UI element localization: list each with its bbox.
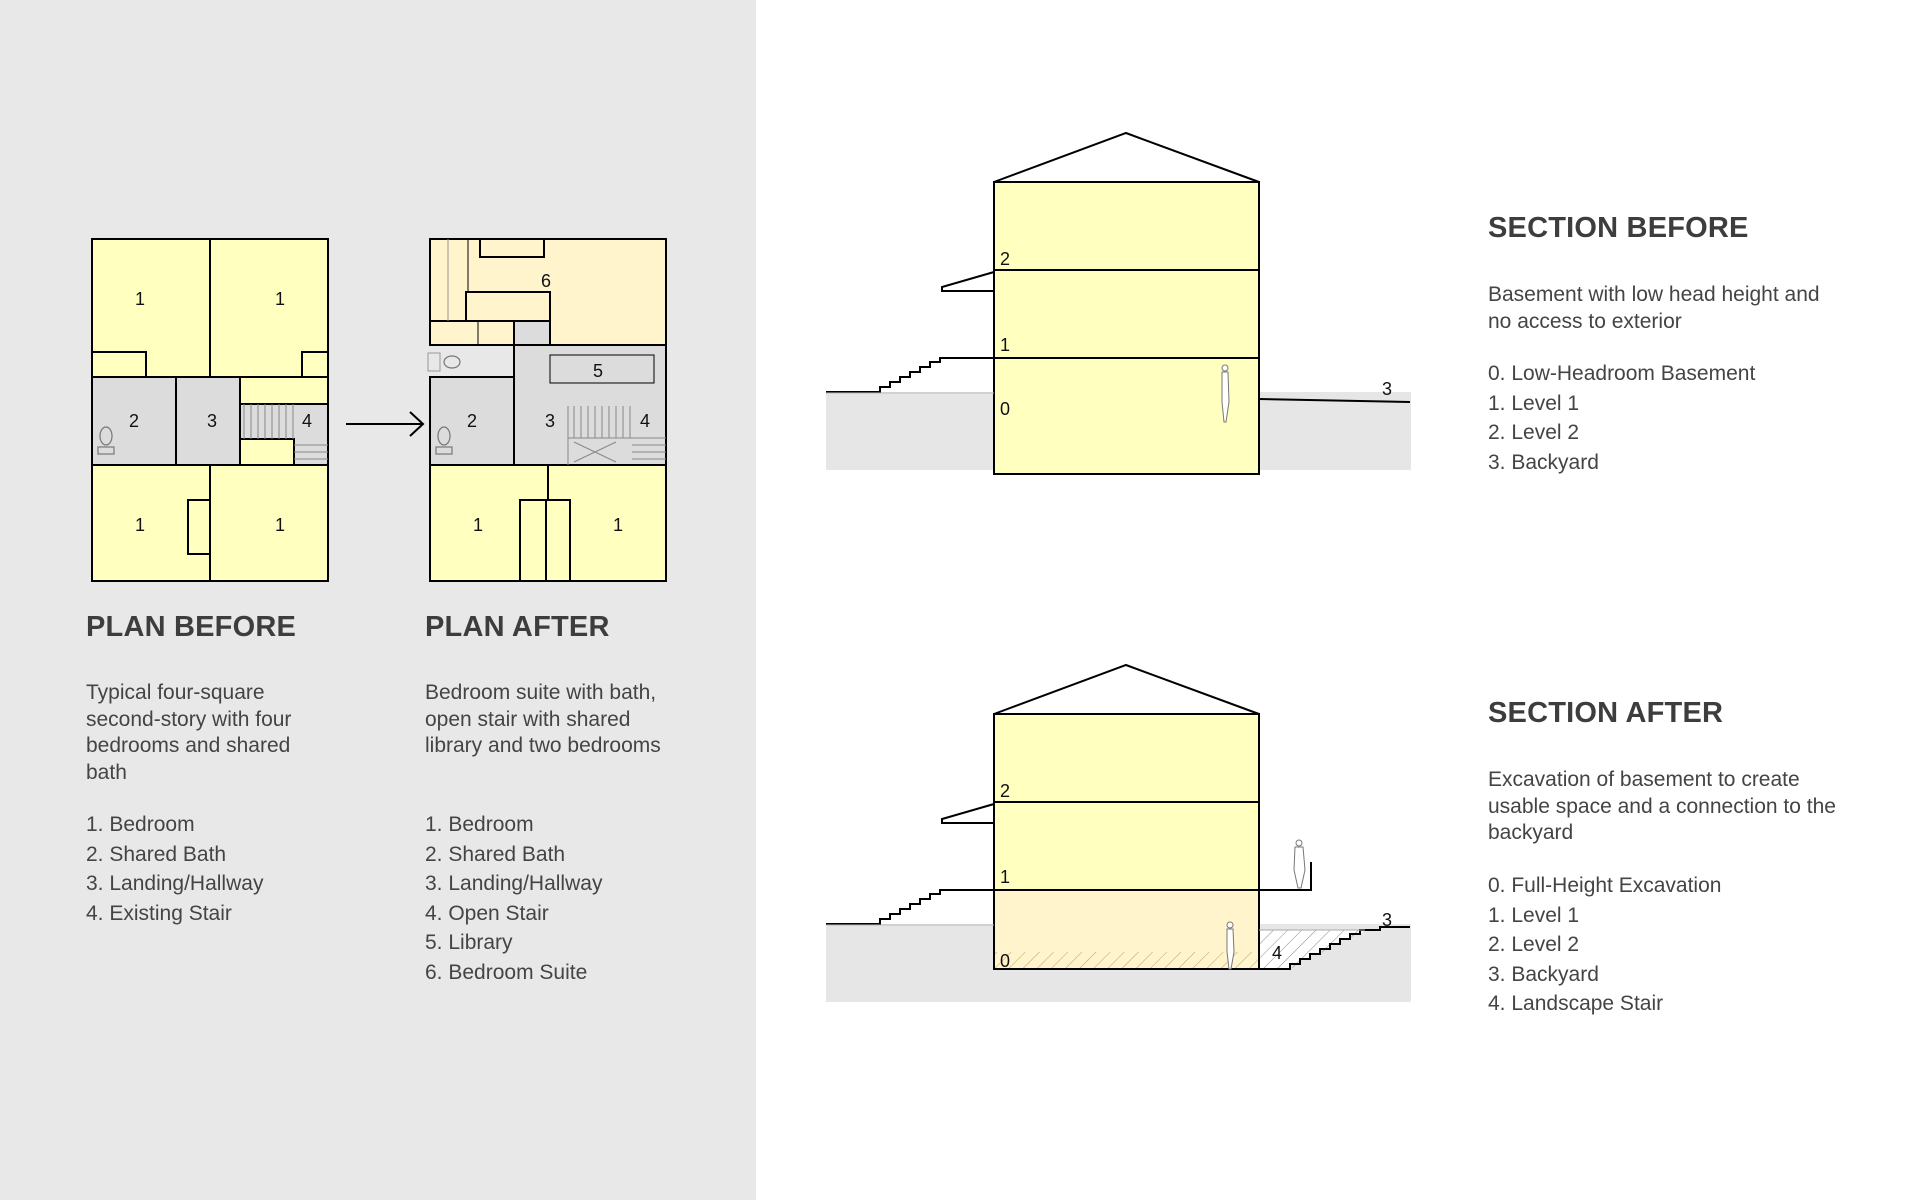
legend-item: 0. Low-Headroom Basement: [1488, 362, 1756, 385]
legend-item: 1. Level 1: [1488, 391, 1580, 415]
plan-before-label: 1: [275, 289, 285, 309]
plan-before-label: 3: [207, 411, 217, 431]
section-after-description: Excavation of basement to create usable …: [1488, 768, 1836, 844]
legend-item: 1. Bedroom: [86, 813, 195, 836]
plan-before-title: PLAN BEFORE: [86, 611, 297, 643]
section-before-drawing: 2 1 0 3: [826, 131, 1411, 475]
section-after-label: 1: [1000, 867, 1010, 887]
plan-after-label: 4: [640, 411, 650, 431]
legend-item: 5. Library: [425, 931, 513, 954]
plan-before-label: 2: [129, 411, 139, 431]
plan-before-closet: [187, 499, 211, 555]
legend-item: 6. Bedroom Suite: [425, 960, 588, 984]
legend-item: 2. Shared Bath: [425, 842, 566, 866]
legend-item: 2. Level 2: [1488, 933, 1580, 956]
section-before-label: 2: [1000, 249, 1010, 269]
section-after-stair: [826, 889, 994, 925]
plan-before-closet: [239, 438, 295, 466]
plan-before-label: 1: [135, 515, 145, 535]
plan-before-stair: [243, 404, 328, 460]
left-panel: [0, 0, 756, 1200]
plan-after-title: PLAN AFTER: [425, 611, 610, 643]
plan-after-drawing: 6 5 2 3 4 1 1: [427, 238, 667, 582]
legend-item: 4. Landscape Stair: [1488, 992, 1664, 1015]
section-after-label: 2: [1000, 781, 1010, 801]
plan-before-description: Typical four-square second-story with fo…: [86, 681, 292, 784]
legend-item: 1. Bedroom: [425, 813, 534, 836]
plan-after-legend: 1. Bedroom 2. Shared Bath 3. Landing/Hal…: [425, 810, 602, 987]
section-after-legend: 0. Full-Height Excavation 1. Level 1 2. …: [1488, 871, 1721, 1019]
plan-before-bedroom-se: [209, 464, 329, 582]
plan-after-stair: [567, 406, 666, 465]
plan-before-label: 1: [275, 515, 285, 535]
plan-before-closet: [301, 351, 329, 378]
plan-before-closet: [91, 351, 147, 378]
section-before-roof: [993, 131, 1260, 183]
person-figure-icon: [1221, 364, 1230, 423]
plan-before-label: 4: [302, 411, 312, 431]
plan-after-label: 2: [467, 411, 477, 431]
section-before-label: 1: [1000, 335, 1010, 355]
section-after-landscape-stair: [1259, 926, 1410, 970]
person-figure-icon: [1226, 921, 1235, 970]
section-before-label: 0: [1000, 399, 1010, 419]
plan-after-description: Bedroom suite with bath, open stair with…: [425, 681, 661, 757]
legend-item: 2. Level 2: [1488, 421, 1580, 444]
plan-before-label: 1: [135, 289, 145, 309]
plan-before-drawing: 1 1 2 3 4 1 1: [91, 238, 329, 582]
plan-after-label: 5: [593, 361, 603, 381]
legend-item: 1. Level 1: [1488, 903, 1580, 927]
plan-after-label: 6: [541, 271, 551, 291]
section-after-label: 4: [1272, 943, 1282, 963]
plan-after-label: 1: [613, 515, 623, 535]
legend-item: 3. Landing/Hallway: [425, 872, 603, 895]
section-before-legend: 0. Low-Headroom Basement 1. Level 1 2. L…: [1488, 359, 1755, 477]
plan-after-label: 3: [545, 411, 555, 431]
legend-item: 3. Backyard: [1488, 450, 1599, 474]
section-before-description: Basement with low head height and no acc…: [1488, 283, 1820, 333]
plan-after-library-desk: [549, 354, 655, 384]
plan-after-hall-nub: [513, 320, 551, 346]
section-before-stair: [826, 357, 994, 393]
legend-item: 4. Open Stair: [425, 901, 549, 925]
person-figure-icon: [1293, 839, 1306, 889]
section-before-label: 3: [1382, 379, 1392, 399]
section-after-roof: [993, 663, 1260, 715]
toilet-icon: [97, 426, 115, 455]
section-before-title: SECTION BEFORE: [1488, 212, 1749, 244]
plan-before-legend: 1. Bedroom 2. Shared Bath 3. Landing/Hal…: [86, 810, 263, 928]
section-after-drawing: 2 1 0 4 3: [826, 663, 1411, 1002]
plan-after-label: 1: [473, 515, 483, 535]
section-after-label: 0: [1000, 951, 1010, 971]
section-after-title: SECTION AFTER: [1488, 697, 1724, 729]
legend-item: 4. Existing Stair: [86, 901, 232, 925]
plan-before-closet: [239, 376, 329, 405]
section-after-label: 3: [1382, 910, 1392, 930]
legend-item: 0. Full-Height Excavation: [1488, 874, 1722, 897]
toilet-icon: [435, 355, 461, 455]
right-arrow-icon: [346, 411, 425, 437]
legend-item: 2. Shared Bath: [86, 842, 227, 866]
legend-item: 3. Landing/Hallway: [86, 872, 264, 895]
legend-item: 3. Backyard: [1488, 962, 1599, 986]
